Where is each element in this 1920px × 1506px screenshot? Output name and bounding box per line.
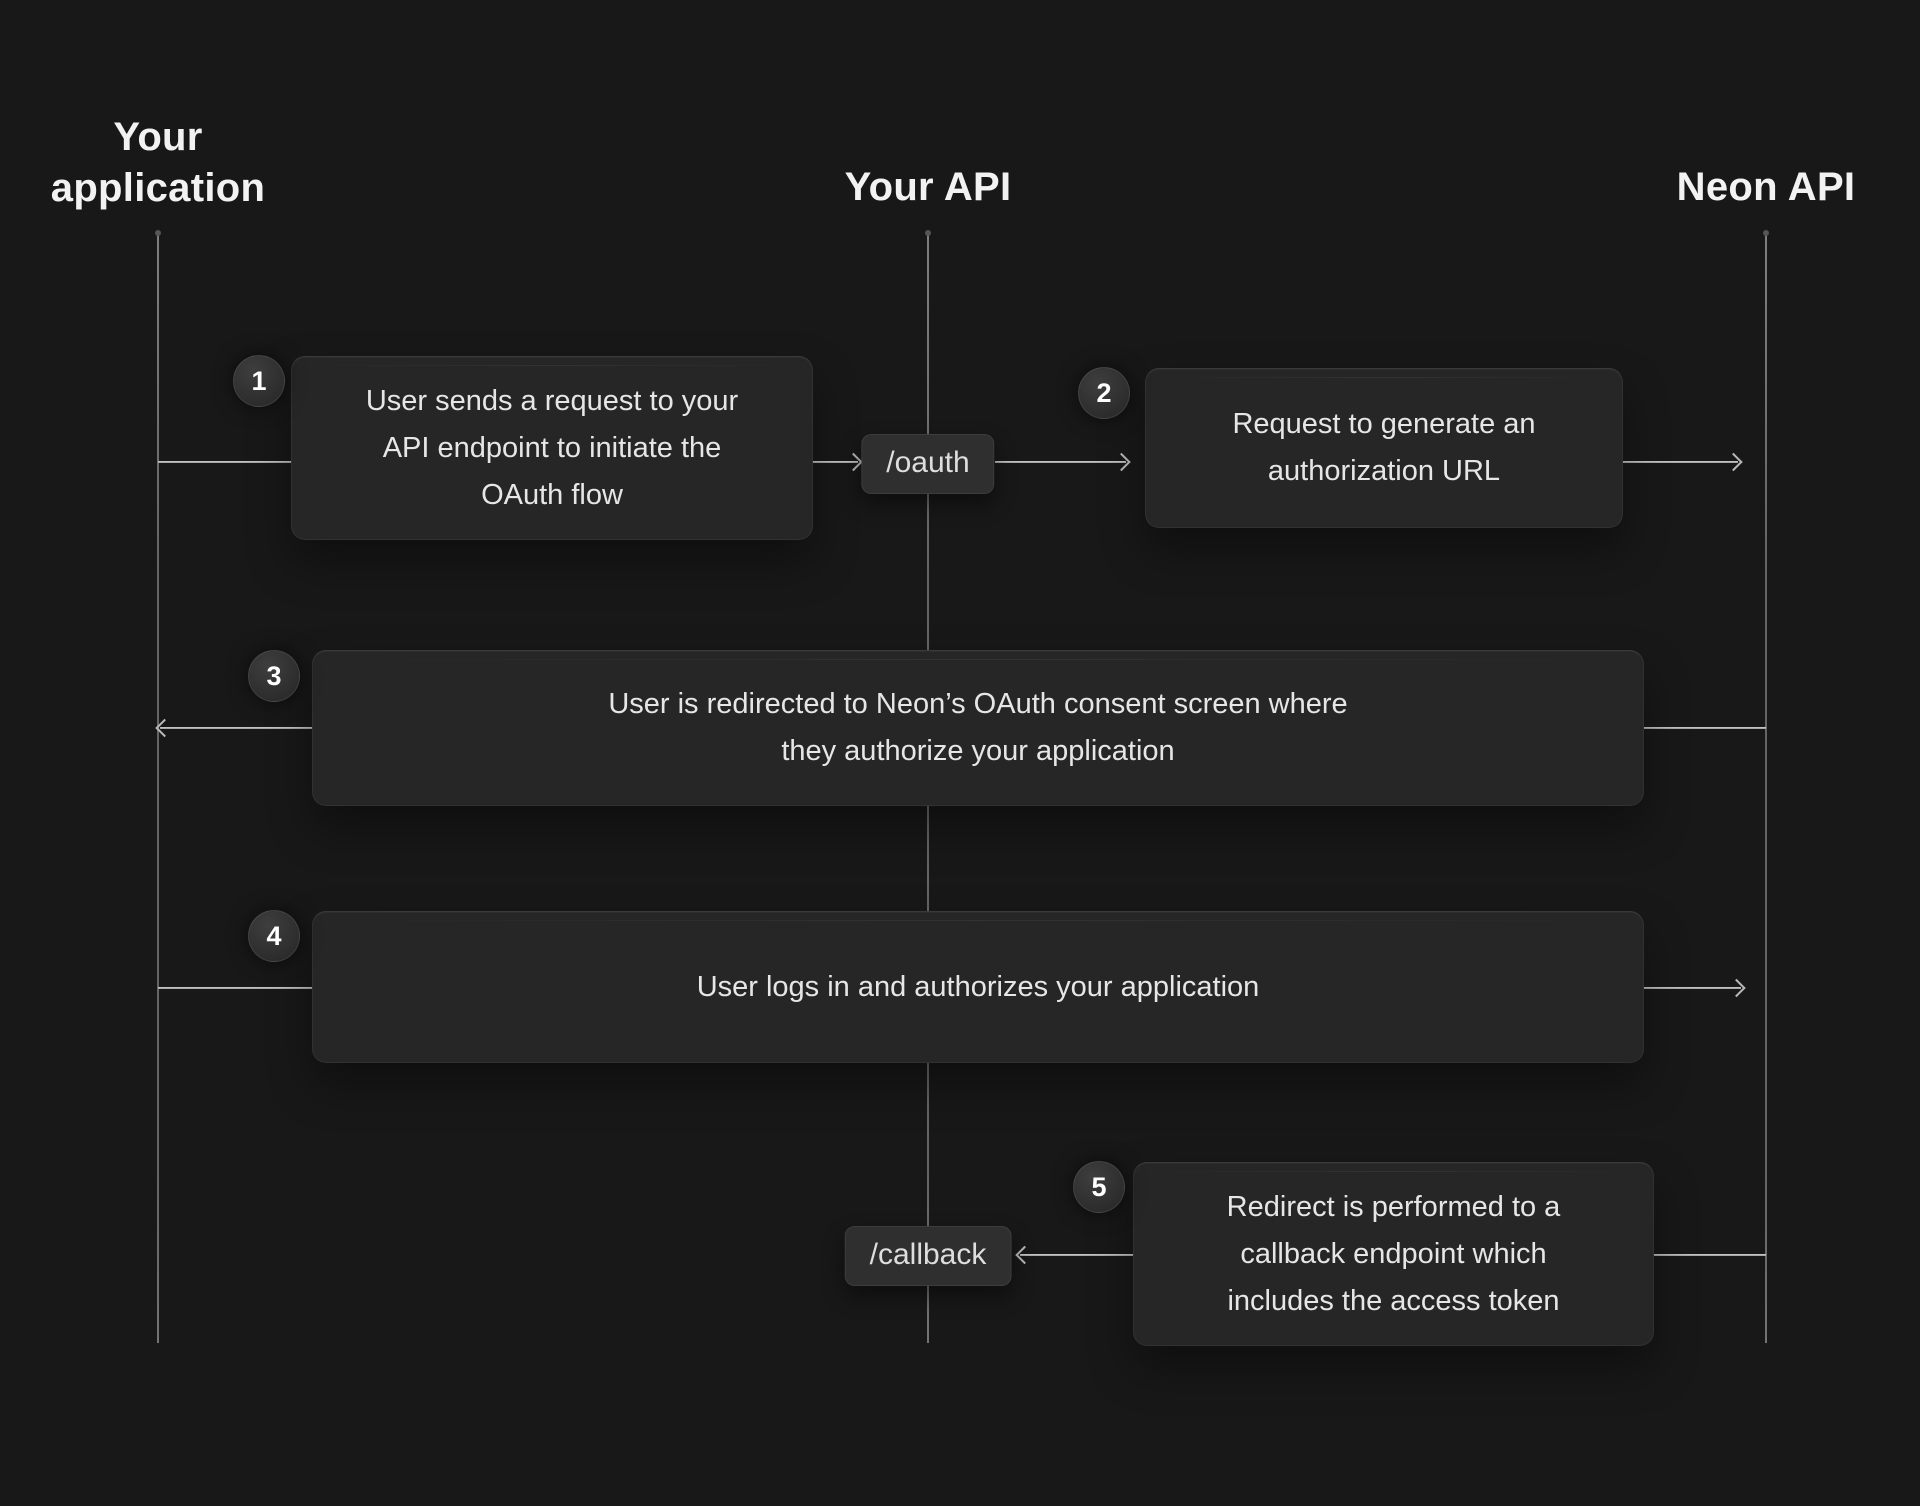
arrow-step4-box-to-neon: [1644, 987, 1741, 989]
actor-label-line: application: [50, 166, 266, 210]
endpoint-chip-callback: /callback: [844, 1226, 1012, 1286]
step-3-badge: 3: [248, 650, 300, 702]
step-1-text-line: User sends a request to your: [365, 384, 739, 417]
actor-label-neon-api: Neon API: [1676, 165, 1856, 209]
step-2-text-line: Request to generate an: [1232, 408, 1536, 440]
endpoint-chip-oauth: /oauth: [861, 434, 995, 494]
step-2-box: Request to generate an authorization URL: [1145, 368, 1623, 528]
actor-label-line: Your: [113, 115, 203, 159]
arrow-step2-box-to-neon: [1622, 461, 1738, 463]
arrow-step3-box-to-app: [160, 727, 312, 729]
arrow-step1-box-to-oauth: [813, 461, 858, 463]
line-neon-to-step3-box: [1644, 727, 1766, 729]
step-2-text-line: authorization URL: [1267, 455, 1501, 487]
step-1-box: User sends a request to your API endpoin…: [291, 356, 813, 540]
arrow-step5-box-to-callback: [1020, 1254, 1133, 1256]
step-1-text-line: OAuth flow: [481, 478, 623, 511]
line-neon-to-step5-box: [1654, 1254, 1766, 1256]
step-4-badge: 4: [248, 910, 300, 962]
lifeline-your-application: [155, 230, 161, 1343]
step-1-text-line: API endpoint to initiate the: [382, 431, 722, 464]
step-5-text-line: callback endpoint which: [1240, 1237, 1547, 1270]
step-4-text-line: User logs in and authorizes your applica…: [696, 970, 1260, 1003]
step-5-badge: 5: [1073, 1161, 1125, 1213]
step-3-text-line: User is redirected to Neon’s OAuth conse…: [608, 688, 1348, 720]
actor-label-your-application: Your application: [51, 112, 265, 214]
step-1-badge: 1: [233, 355, 285, 407]
lifeline-neon-api: [1763, 230, 1769, 1343]
actor-label-your-api: Your API: [844, 165, 1012, 209]
arrow-app-to-step1-box: [158, 461, 291, 463]
step-5-box: Redirect is performed to a callback endp…: [1133, 1162, 1654, 1346]
step-5-text-line: includes the access token: [1227, 1284, 1560, 1317]
step-4-box: User logs in and authorizes your applica…: [312, 911, 1644, 1063]
step-3-box: User is redirected to Neon’s OAuth conse…: [312, 650, 1644, 806]
step-3-text-line: they authorize your application: [781, 735, 1175, 767]
arrow-oauth-to-step2-box: [995, 461, 1126, 463]
step-5-text-line: Redirect is performed to a: [1226, 1190, 1561, 1223]
line-app-to-step4-box: [158, 987, 312, 989]
step-2-badge: 2: [1078, 367, 1130, 419]
